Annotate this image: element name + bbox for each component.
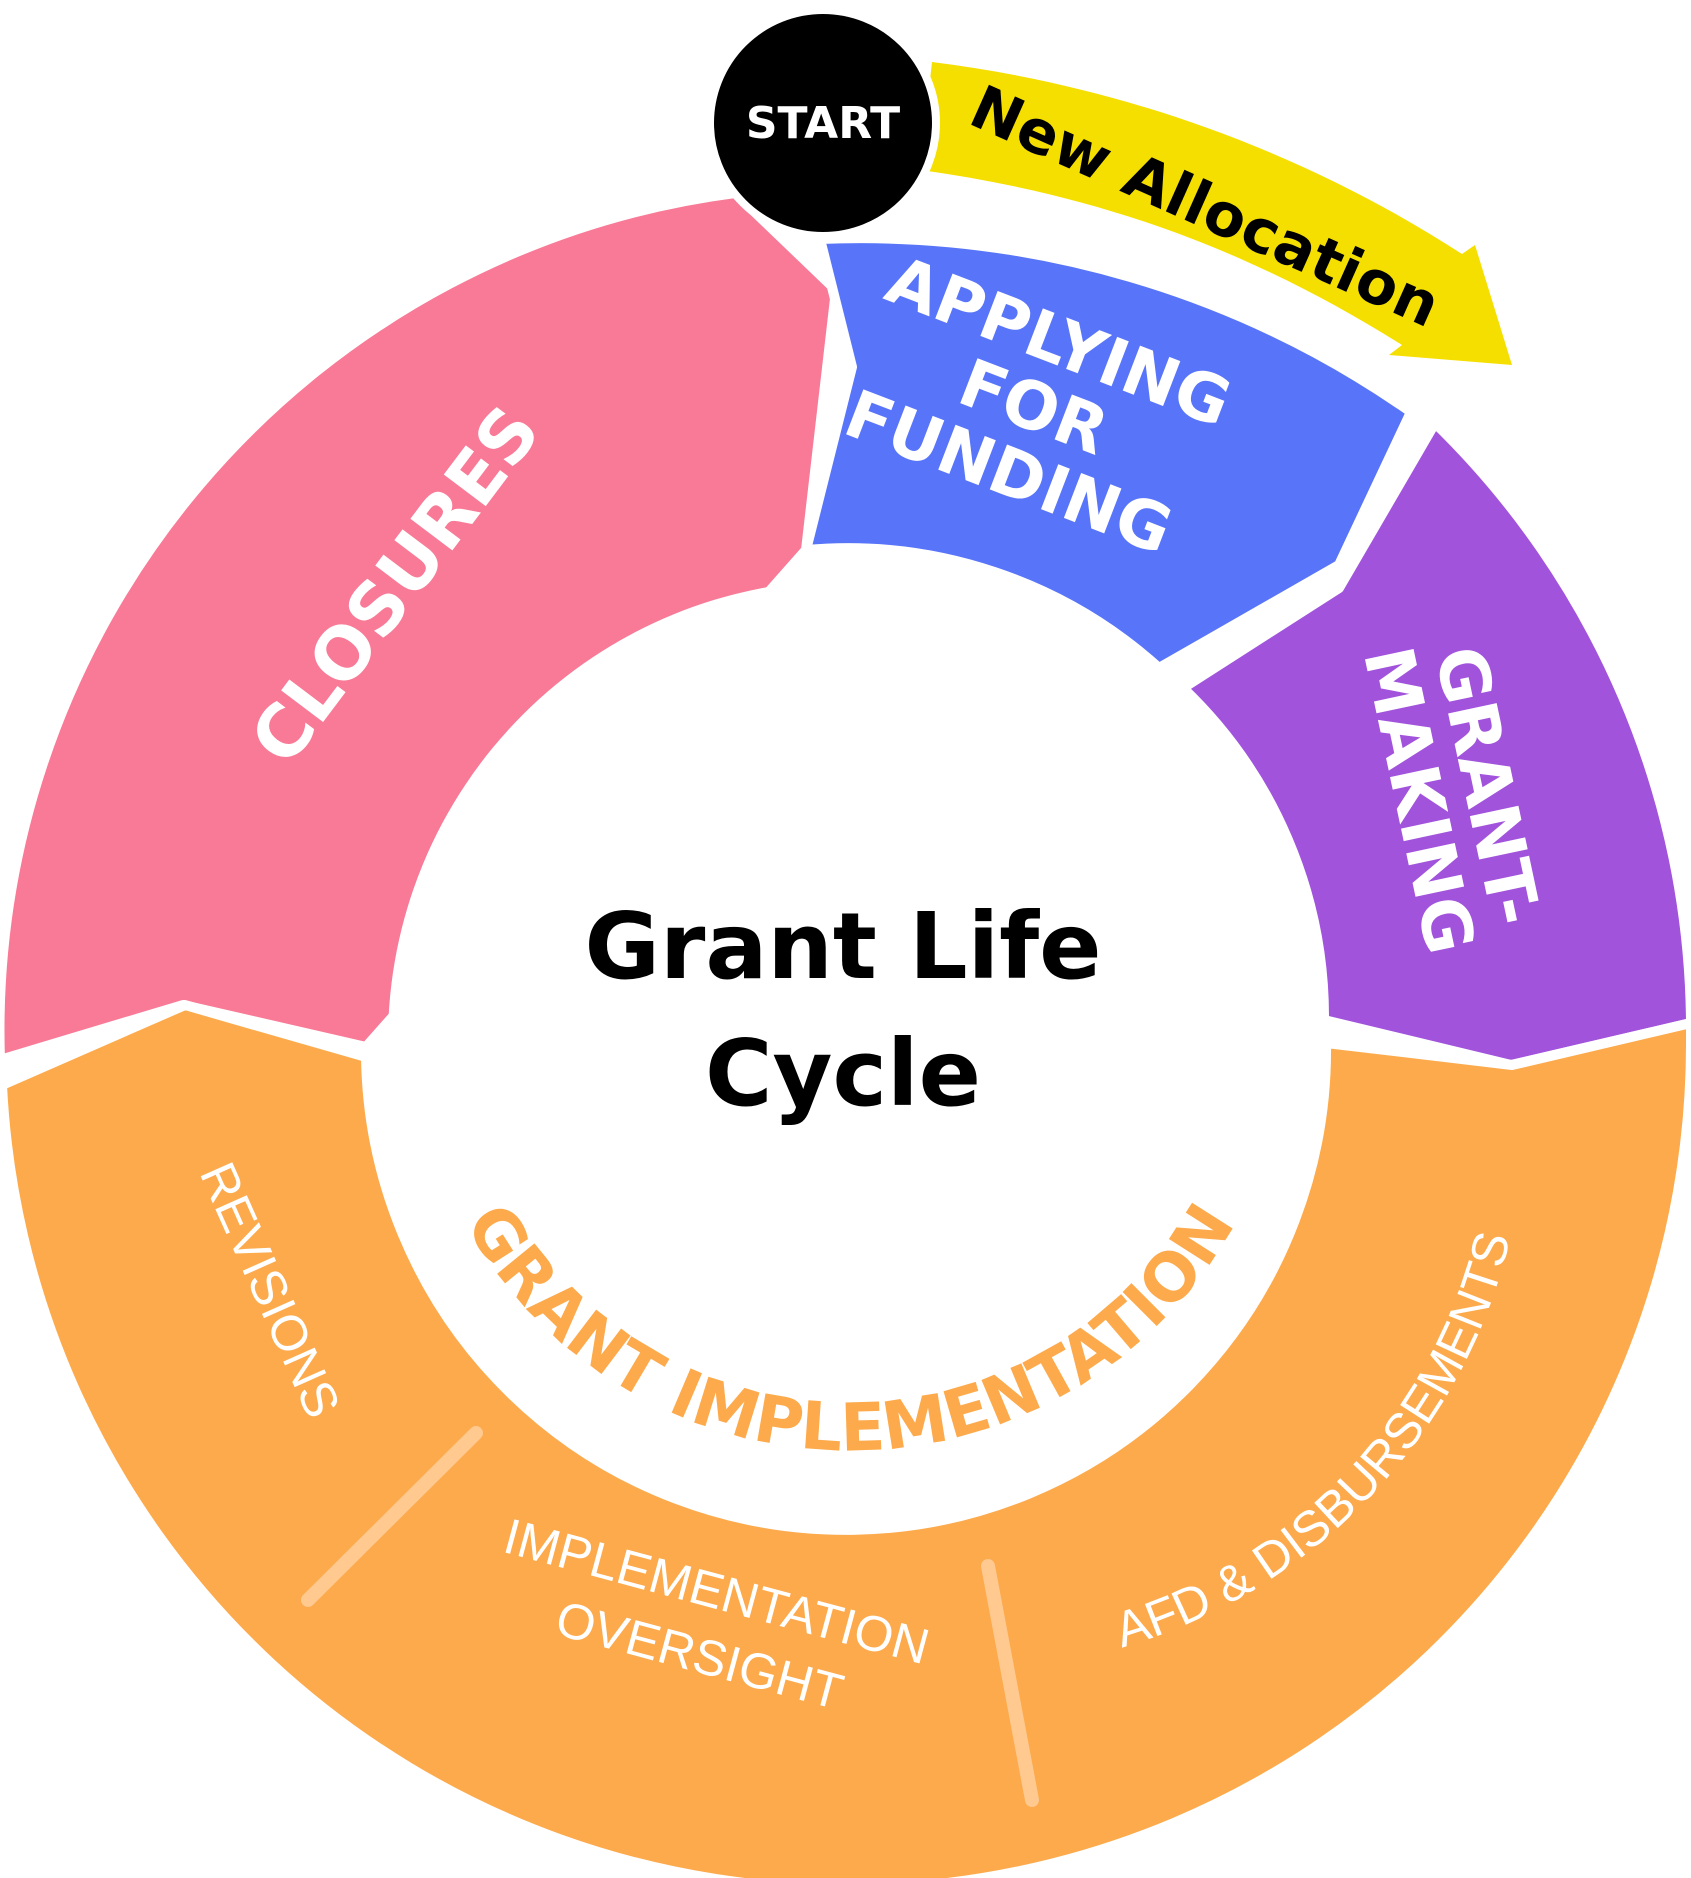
implementation-divider-1 bbox=[301, 1426, 483, 1607]
center-title-line1: Grant Life bbox=[584, 893, 1101, 1000]
implementation-divider-2 bbox=[981, 1559, 1039, 1807]
closures-segment bbox=[0, 188, 841, 1065]
center-title-line2: Cycle bbox=[705, 1020, 981, 1127]
start-label: START bbox=[746, 98, 900, 149]
new-allocation-arrow bbox=[920, 62, 1512, 365]
applying-segment bbox=[801, 233, 1416, 673]
center-circle bbox=[388, 580, 1308, 1500]
grant-implementation-segment bbox=[0, 1000, 1691, 1878]
start-circle[interactable] bbox=[706, 6, 940, 240]
